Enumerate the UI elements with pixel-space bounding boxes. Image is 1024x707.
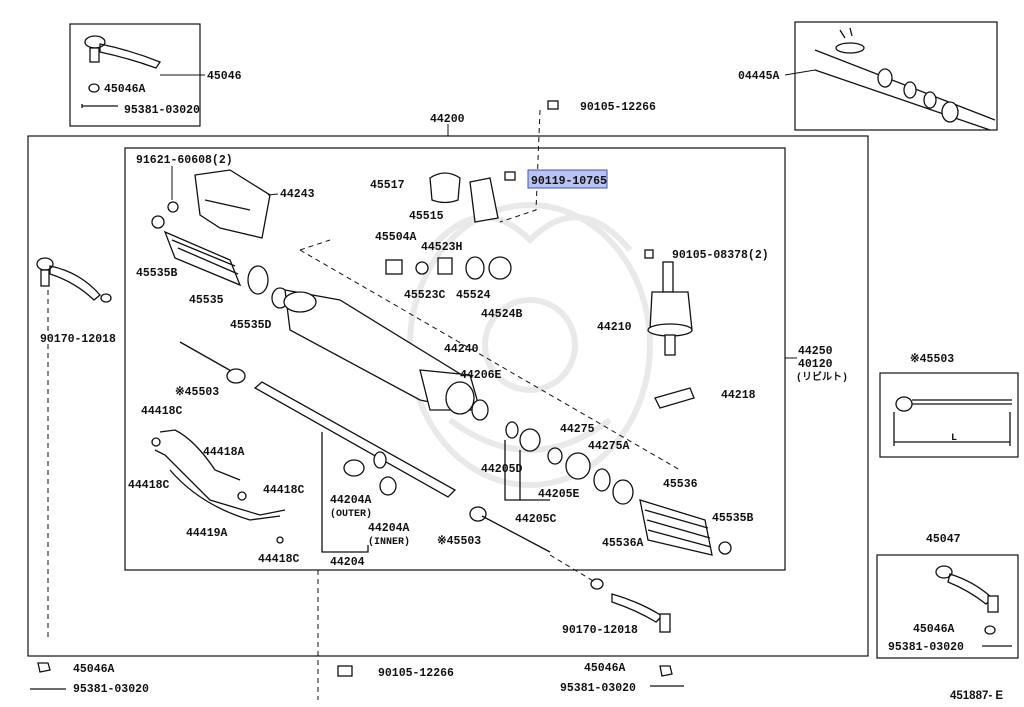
label-44418A[interactable]: 44418A bbox=[203, 446, 245, 459]
label-44250[interactable]: 44250 bbox=[798, 345, 833, 358]
label-outer[interactable]: (OUTER) bbox=[330, 508, 372, 520]
right-tie-rod-end-drawing bbox=[590, 578, 671, 633]
label-44418C-4[interactable]: 44418C bbox=[258, 553, 300, 566]
label-L[interactable]: L bbox=[951, 433, 957, 444]
label-91621[interactable]: 91621-60608(2) bbox=[136, 154, 233, 167]
label-40120[interactable]: 40120 bbox=[798, 358, 833, 371]
kit-04445A-drawing bbox=[814, 27, 996, 131]
label-inner[interactable]: (INNER) bbox=[368, 536, 410, 548]
label-44204A-outer[interactable]: 44204A bbox=[330, 494, 372, 507]
label-45046A-bottom-right[interactable]: 45046A bbox=[913, 623, 955, 636]
label-44524B[interactable]: 44524B bbox=[481, 308, 523, 321]
label-45046A-bottom-middle[interactable]: 45046A bbox=[584, 662, 626, 675]
pipes-drawing bbox=[151, 429, 286, 544]
label-90170-12018-left[interactable]: 90170-12018 bbox=[40, 333, 116, 346]
label-44204A-inner[interactable]: 44204A bbox=[368, 522, 410, 535]
label-45047[interactable]: 45047 bbox=[926, 533, 961, 546]
label-44205E[interactable]: 44205E bbox=[538, 488, 580, 501]
boot-and-bracket-drawing bbox=[151, 169, 289, 309]
rack-housing-drawing bbox=[283, 239, 681, 471]
label-44205D[interactable]: 44205D bbox=[481, 463, 523, 476]
seals-rings-drawing bbox=[505, 421, 611, 492]
label-44243[interactable]: 44243 bbox=[280, 188, 315, 201]
label-45503-inset[interactable]: ※45503 bbox=[910, 352, 954, 366]
left-tie-rod-drawing bbox=[36, 257, 246, 384]
inner-rod-45503-drawing bbox=[893, 396, 1012, 446]
label-45535[interactable]: 45535 bbox=[189, 294, 224, 307]
inset-box-04445A bbox=[794, 21, 998, 131]
label-44200[interactable]: 44200 bbox=[430, 113, 465, 126]
label-44210[interactable]: 44210 bbox=[597, 321, 632, 334]
label-45515[interactable]: 45515 bbox=[409, 210, 444, 223]
label-45536[interactable]: 45536 bbox=[663, 478, 698, 491]
label-95381-bottom-right[interactable]: 95381-03020 bbox=[888, 641, 964, 654]
label-90105-08378[interactable]: 90105-08378(2) bbox=[672, 249, 769, 262]
label-45535B-left[interactable]: 45535B bbox=[136, 267, 178, 280]
label-45504A[interactable]: 45504A bbox=[375, 231, 417, 244]
label-44419A[interactable]: 44419A bbox=[186, 527, 228, 540]
label-95381-top-left[interactable]: 95381-03020 bbox=[124, 104, 200, 117]
label-45503-middle[interactable]: ※45503 bbox=[437, 534, 481, 548]
label-44418C-2[interactable]: 44418C bbox=[128, 479, 170, 492]
label-95381-bottom-middle[interactable]: 95381-03020 bbox=[560, 682, 636, 695]
right-boot-drawing bbox=[612, 479, 732, 556]
label-95381-bottom-left[interactable]: 95381-03020 bbox=[73, 683, 149, 696]
label-45536A[interactable]: 45536A bbox=[602, 537, 644, 550]
label-45535D[interactable]: 45535D bbox=[230, 319, 272, 332]
label-45046A-bottom-left[interactable]: 45046A bbox=[73, 663, 115, 676]
label-45503-left[interactable]: ※45503 bbox=[175, 385, 219, 399]
inset-box-45047 bbox=[876, 554, 1019, 659]
label-44240[interactable]: 44240 bbox=[444, 343, 479, 356]
label-45046[interactable]: 45046 bbox=[207, 70, 242, 83]
tie-rod-end-45047-drawing bbox=[935, 565, 1012, 647]
label-45517[interactable]: 45517 bbox=[370, 179, 405, 192]
label-45524[interactable]: 45524 bbox=[456, 289, 491, 302]
label-04445A[interactable]: 04445A bbox=[738, 70, 780, 83]
label-44218[interactable]: 44218 bbox=[721, 389, 756, 402]
label-44205C[interactable]: 44205C bbox=[515, 513, 557, 526]
highlight-90119-10765 bbox=[527, 169, 608, 189]
label-44275[interactable]: 44275 bbox=[560, 423, 595, 436]
label-90170-12018-right[interactable]: 90170-12018 bbox=[562, 624, 638, 637]
inset-box-45503 bbox=[879, 372, 1019, 458]
rack-bar-44204-drawing bbox=[253, 381, 457, 498]
label-44418C-3[interactable]: 44418C bbox=[263, 484, 305, 497]
gasket-44218-drawing bbox=[654, 387, 695, 409]
label-45046A-top-left[interactable]: 45046A bbox=[104, 83, 146, 96]
label-45523C[interactable]: 45523C bbox=[404, 289, 446, 302]
middle-tie-rod-drawing bbox=[469, 506, 551, 553]
label-90105-12266-top[interactable]: 90105-12266 bbox=[580, 101, 656, 114]
label-44206E[interactable]: 44206E bbox=[460, 369, 502, 382]
pinion-44210-drawing bbox=[644, 249, 693, 356]
label-rebuilt[interactable]: (リビルト) bbox=[796, 370, 848, 384]
figure-id: 451887- E bbox=[950, 690, 1003, 702]
label-45535B-right[interactable]: 45535B bbox=[712, 512, 754, 525]
label-90119-10765[interactable]: 90119-10765 bbox=[531, 175, 607, 188]
label-44275A[interactable]: 44275A bbox=[588, 440, 630, 453]
tie-rod-end-45046-drawing bbox=[81, 35, 161, 108]
label-44418C-1[interactable]: 44418C bbox=[141, 405, 183, 418]
upper-middle-parts-drawing bbox=[385, 171, 516, 280]
label-44204[interactable]: 44204 bbox=[330, 556, 365, 569]
label-90105-12266-bottom[interactable]: 90105-12266 bbox=[378, 667, 454, 680]
label-44523H[interactable]: 44523H bbox=[421, 241, 463, 254]
inner-frame-44250 bbox=[124, 147, 786, 571]
